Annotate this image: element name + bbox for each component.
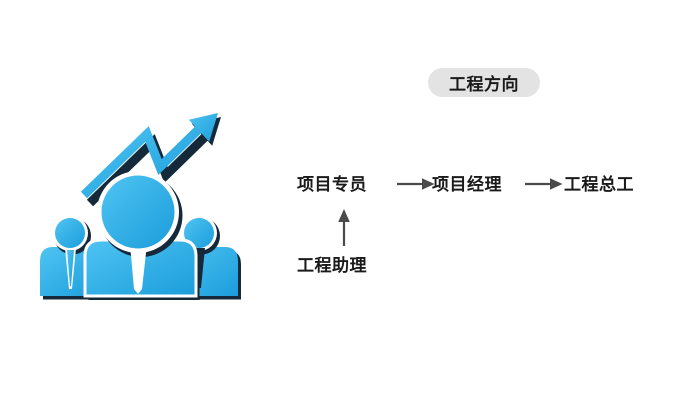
arrow-right-icon — [525, 178, 563, 190]
flow-node-engineering-assistant: 工程助理 — [297, 256, 367, 275]
flow-node-project-manager: 项目经理 — [432, 175, 502, 194]
arrow-right-icon — [397, 178, 435, 190]
team-growth-illustration — [40, 113, 241, 300]
arrow-up-icon — [338, 209, 350, 246]
person-center-icon — [83, 171, 200, 300]
trend-arrow-icon — [80, 113, 221, 207]
flow-node-chief-engineer: 工程总工 — [564, 175, 634, 194]
section-title-badge: 工程方向 — [428, 68, 540, 97]
flow-node-project-specialist: 项目专员 — [297, 175, 367, 194]
